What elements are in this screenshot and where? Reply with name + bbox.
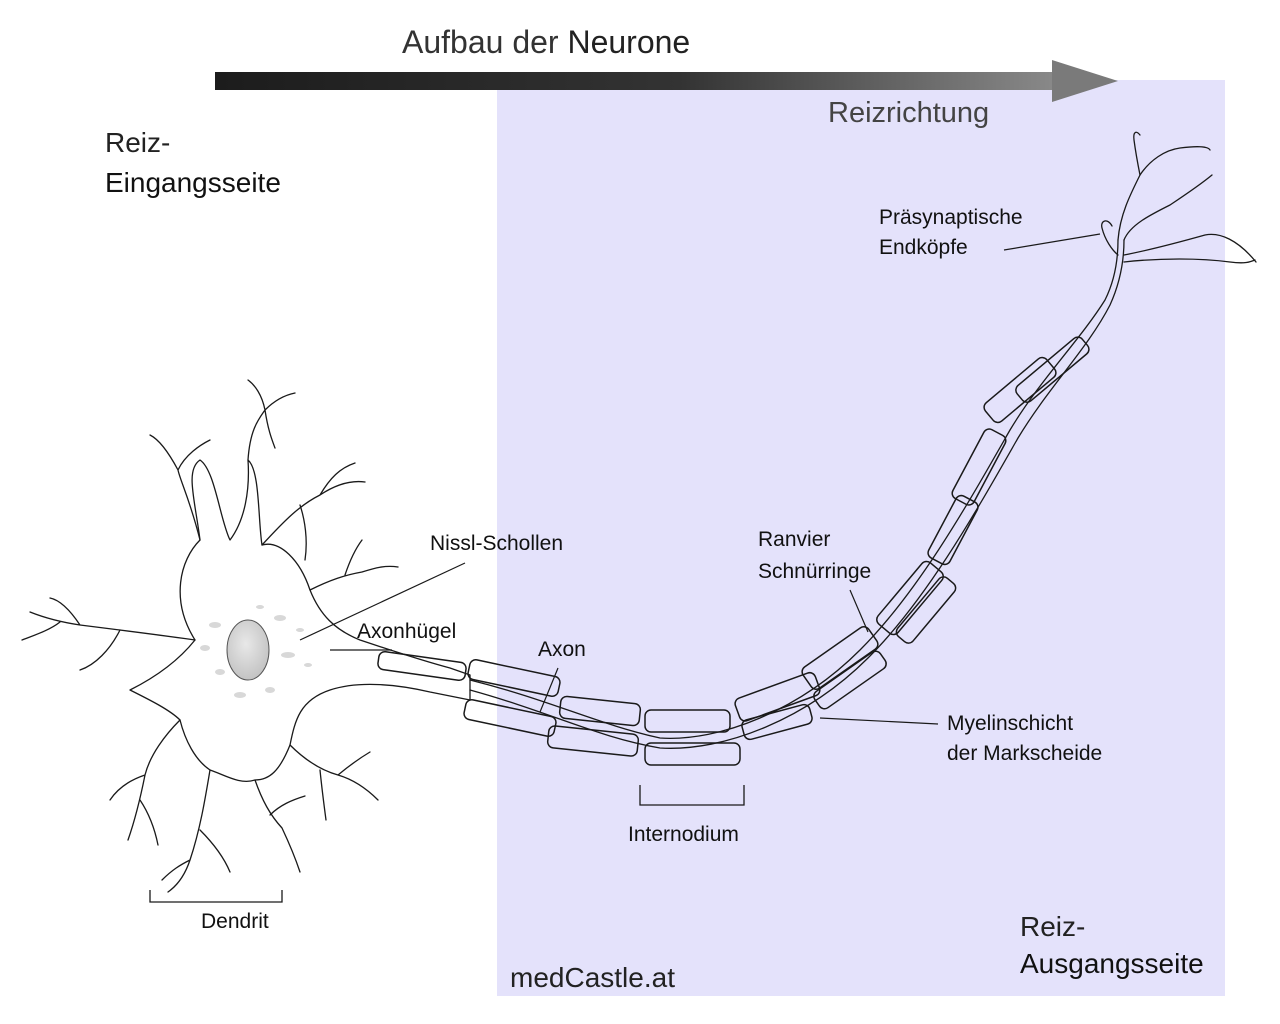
title-emphasis: Neurone	[567, 24, 691, 60]
myelin-sheath	[377, 336, 1090, 766]
label-ranvier-2: Schnürringe	[758, 560, 872, 583]
terminal-branches	[1101, 131, 1257, 264]
brand-name: Castle.	[564, 962, 652, 993]
nucleus	[226, 619, 270, 681]
nissl-bodies	[200, 605, 312, 698]
label-dendrit: Dendrit	[201, 910, 269, 933]
brand-logo: medCastle.at	[510, 962, 675, 994]
soma-outline	[129, 459, 471, 782]
output-side-line1: Reiz-	[1020, 911, 1086, 942]
brand-suffix: at	[651, 962, 675, 993]
label-axon: Axon	[538, 638, 586, 661]
label-myelin-1: Myelinschicht	[947, 712, 1074, 735]
label-endkoepfe-2: Endköpfe	[879, 236, 968, 259]
input-side-line1: Reiz-	[105, 127, 171, 158]
dendrit-bracket	[149, 890, 283, 903]
input-side-line2: Eingangsseite	[105, 167, 281, 198]
dendrites	[21, 379, 399, 893]
axon	[469, 239, 1119, 739]
label-myelin-2: der Markscheide	[947, 742, 1103, 765]
direction-label: Reizrichtung	[828, 97, 990, 129]
diagram-title: Aufbau der Neurone	[402, 24, 690, 61]
title-prefix: Aufbau der	[402, 24, 559, 60]
internodium-bracket	[639, 785, 745, 806]
label-axonhuegel: Axonhügel	[357, 620, 457, 643]
direction-arrow	[215, 60, 1118, 102]
output-side-line2: Ausgangsseite	[1020, 948, 1204, 979]
label-nissl: Nissl-Schollen	[430, 532, 564, 555]
label-endkoepfe-1: Präsynaptische	[879, 206, 1023, 229]
leader-lines	[299, 233, 1101, 725]
brand-prefix: med	[510, 962, 565, 993]
label-internodium: Internodium	[628, 823, 739, 846]
label-ranvier-1: Ranvier	[758, 528, 831, 551]
